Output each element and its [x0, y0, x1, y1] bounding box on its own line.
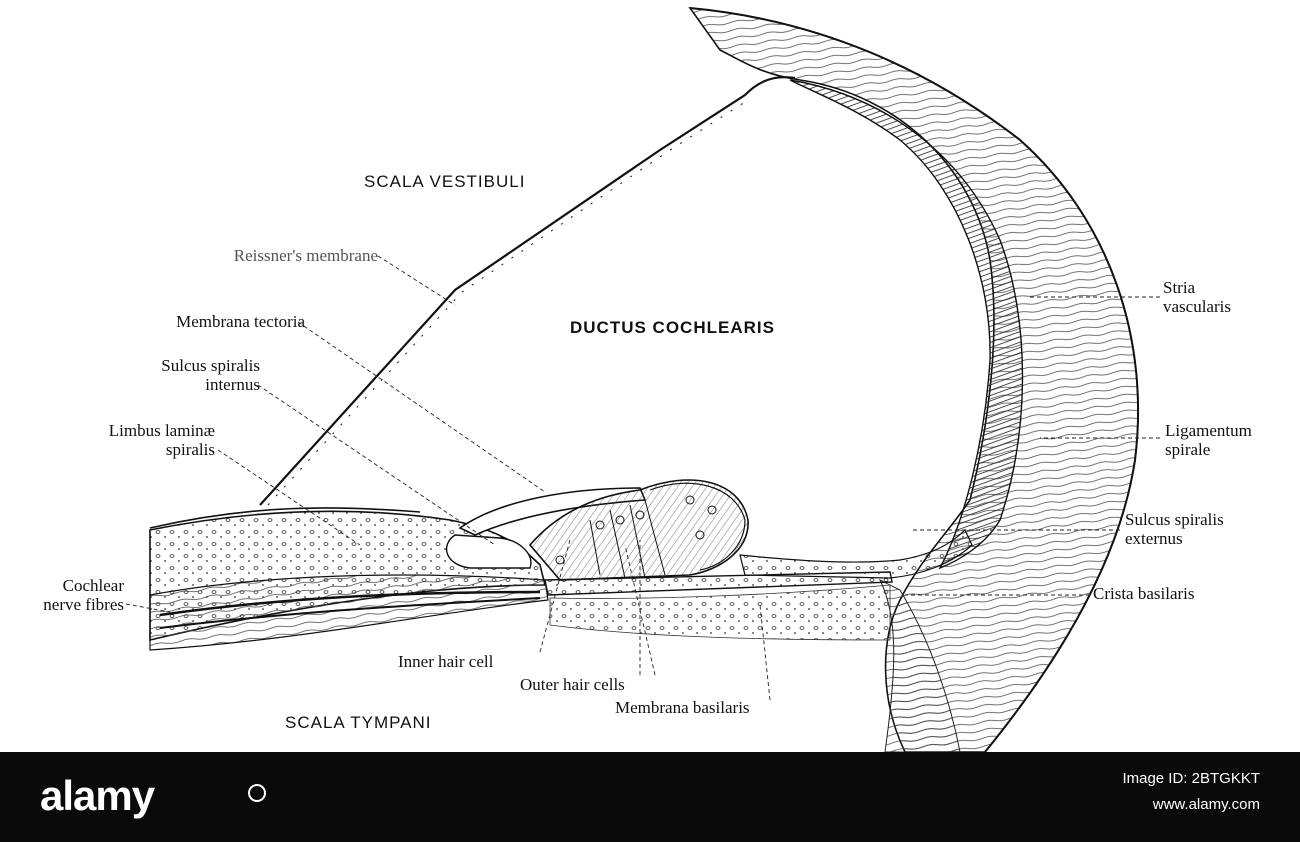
brand-logo: alamy	[40, 772, 155, 819]
region-ductus-cochlearis: DUCTUS COCHLEARIS	[570, 318, 775, 337]
site-url-text: www.alamy.com	[1152, 796, 1260, 813]
label-sulcus-spiralis-internus: Sulcus spiralis internus	[161, 356, 260, 394]
sulcus-internus-cavity	[445, 534, 532, 569]
brand-logo-mark-icon	[248, 784, 266, 802]
diagram-canvas: SCALA VESTIBULI DUCTUS COCHLEARIS SCALA …	[43, 7, 1252, 752]
label-sulcus-externus-line1: Sulcus spiralis	[1125, 510, 1224, 529]
label-sulcus-internus-line2: internus	[205, 375, 260, 394]
image-id-text: Image ID: 2BTGKKT	[1122, 770, 1260, 787]
cochlea-illustration	[125, 7, 1160, 752]
label-ligamentum-line2: spirale	[1165, 440, 1211, 459]
label-stria-line1: Stria	[1163, 278, 1196, 297]
cochlear-nerve-bundle	[149, 574, 549, 651]
label-ligamentum-spirale: Ligamentum spirale	[1165, 421, 1252, 459]
label-sulcus-externus-line2: externus	[1125, 529, 1183, 548]
reissners-membrane-line	[259, 76, 796, 506]
region-scala-vestibuli: SCALA VESTIBULI	[364, 172, 526, 191]
leader-lines	[125, 255, 1160, 701]
label-stria-line2: vascularis	[1163, 297, 1231, 316]
label-limbus-laminae: Limbus laminæ spiralis	[109, 421, 215, 459]
label-cochlear-nerve-fibres: Cochlear nerve fibres	[43, 576, 124, 614]
label-limbus-line1: Limbus laminæ	[108, 421, 215, 440]
organ-of-corti	[528, 479, 749, 581]
watermark-footer: alamy Image ID: 2BTGKKT www.alamy.com	[0, 752, 1300, 842]
label-reissners-membrane-text: Reissner's membrane	[233, 246, 378, 265]
label-limbus-line2: spiralis	[165, 440, 215, 459]
stria-vascularis-band	[789, 79, 1024, 570]
label-crista-basilaris: Crista basilaris	[1093, 584, 1195, 603]
label-stria-vascularis: Stria vascularis	[1163, 278, 1231, 316]
crista-basilaris-region	[878, 578, 961, 752]
label-cochlear-line1: Cochlear	[62, 576, 124, 595]
label-sulcus-spiralis-externus: Sulcus spiralis externus	[1125, 510, 1224, 548]
label-sulcus-internus-line1: Sulcus spiralis	[161, 356, 260, 375]
label-membrana-basilaris: Membrana basilaris	[615, 698, 750, 717]
label-membrana-tectoria-text: Membrana tectoria	[176, 312, 305, 331]
label-reissners-membrane: Reissner's membrane	[234, 246, 378, 265]
label-outer-hair-cells: Outer hair cells	[520, 675, 625, 694]
label-cochlear-line2: nerve fibres	[43, 595, 124, 614]
label-membrana-tectoria: Membrana tectoria	[176, 312, 305, 331]
sulcus-externus-cells	[739, 528, 973, 579]
label-ligamentum-line1: Ligamentum	[1165, 421, 1252, 440]
region-scala-tympani: SCALA TYMPANI	[285, 713, 432, 732]
label-inner-hair-cell: Inner hair cell	[398, 652, 494, 671]
